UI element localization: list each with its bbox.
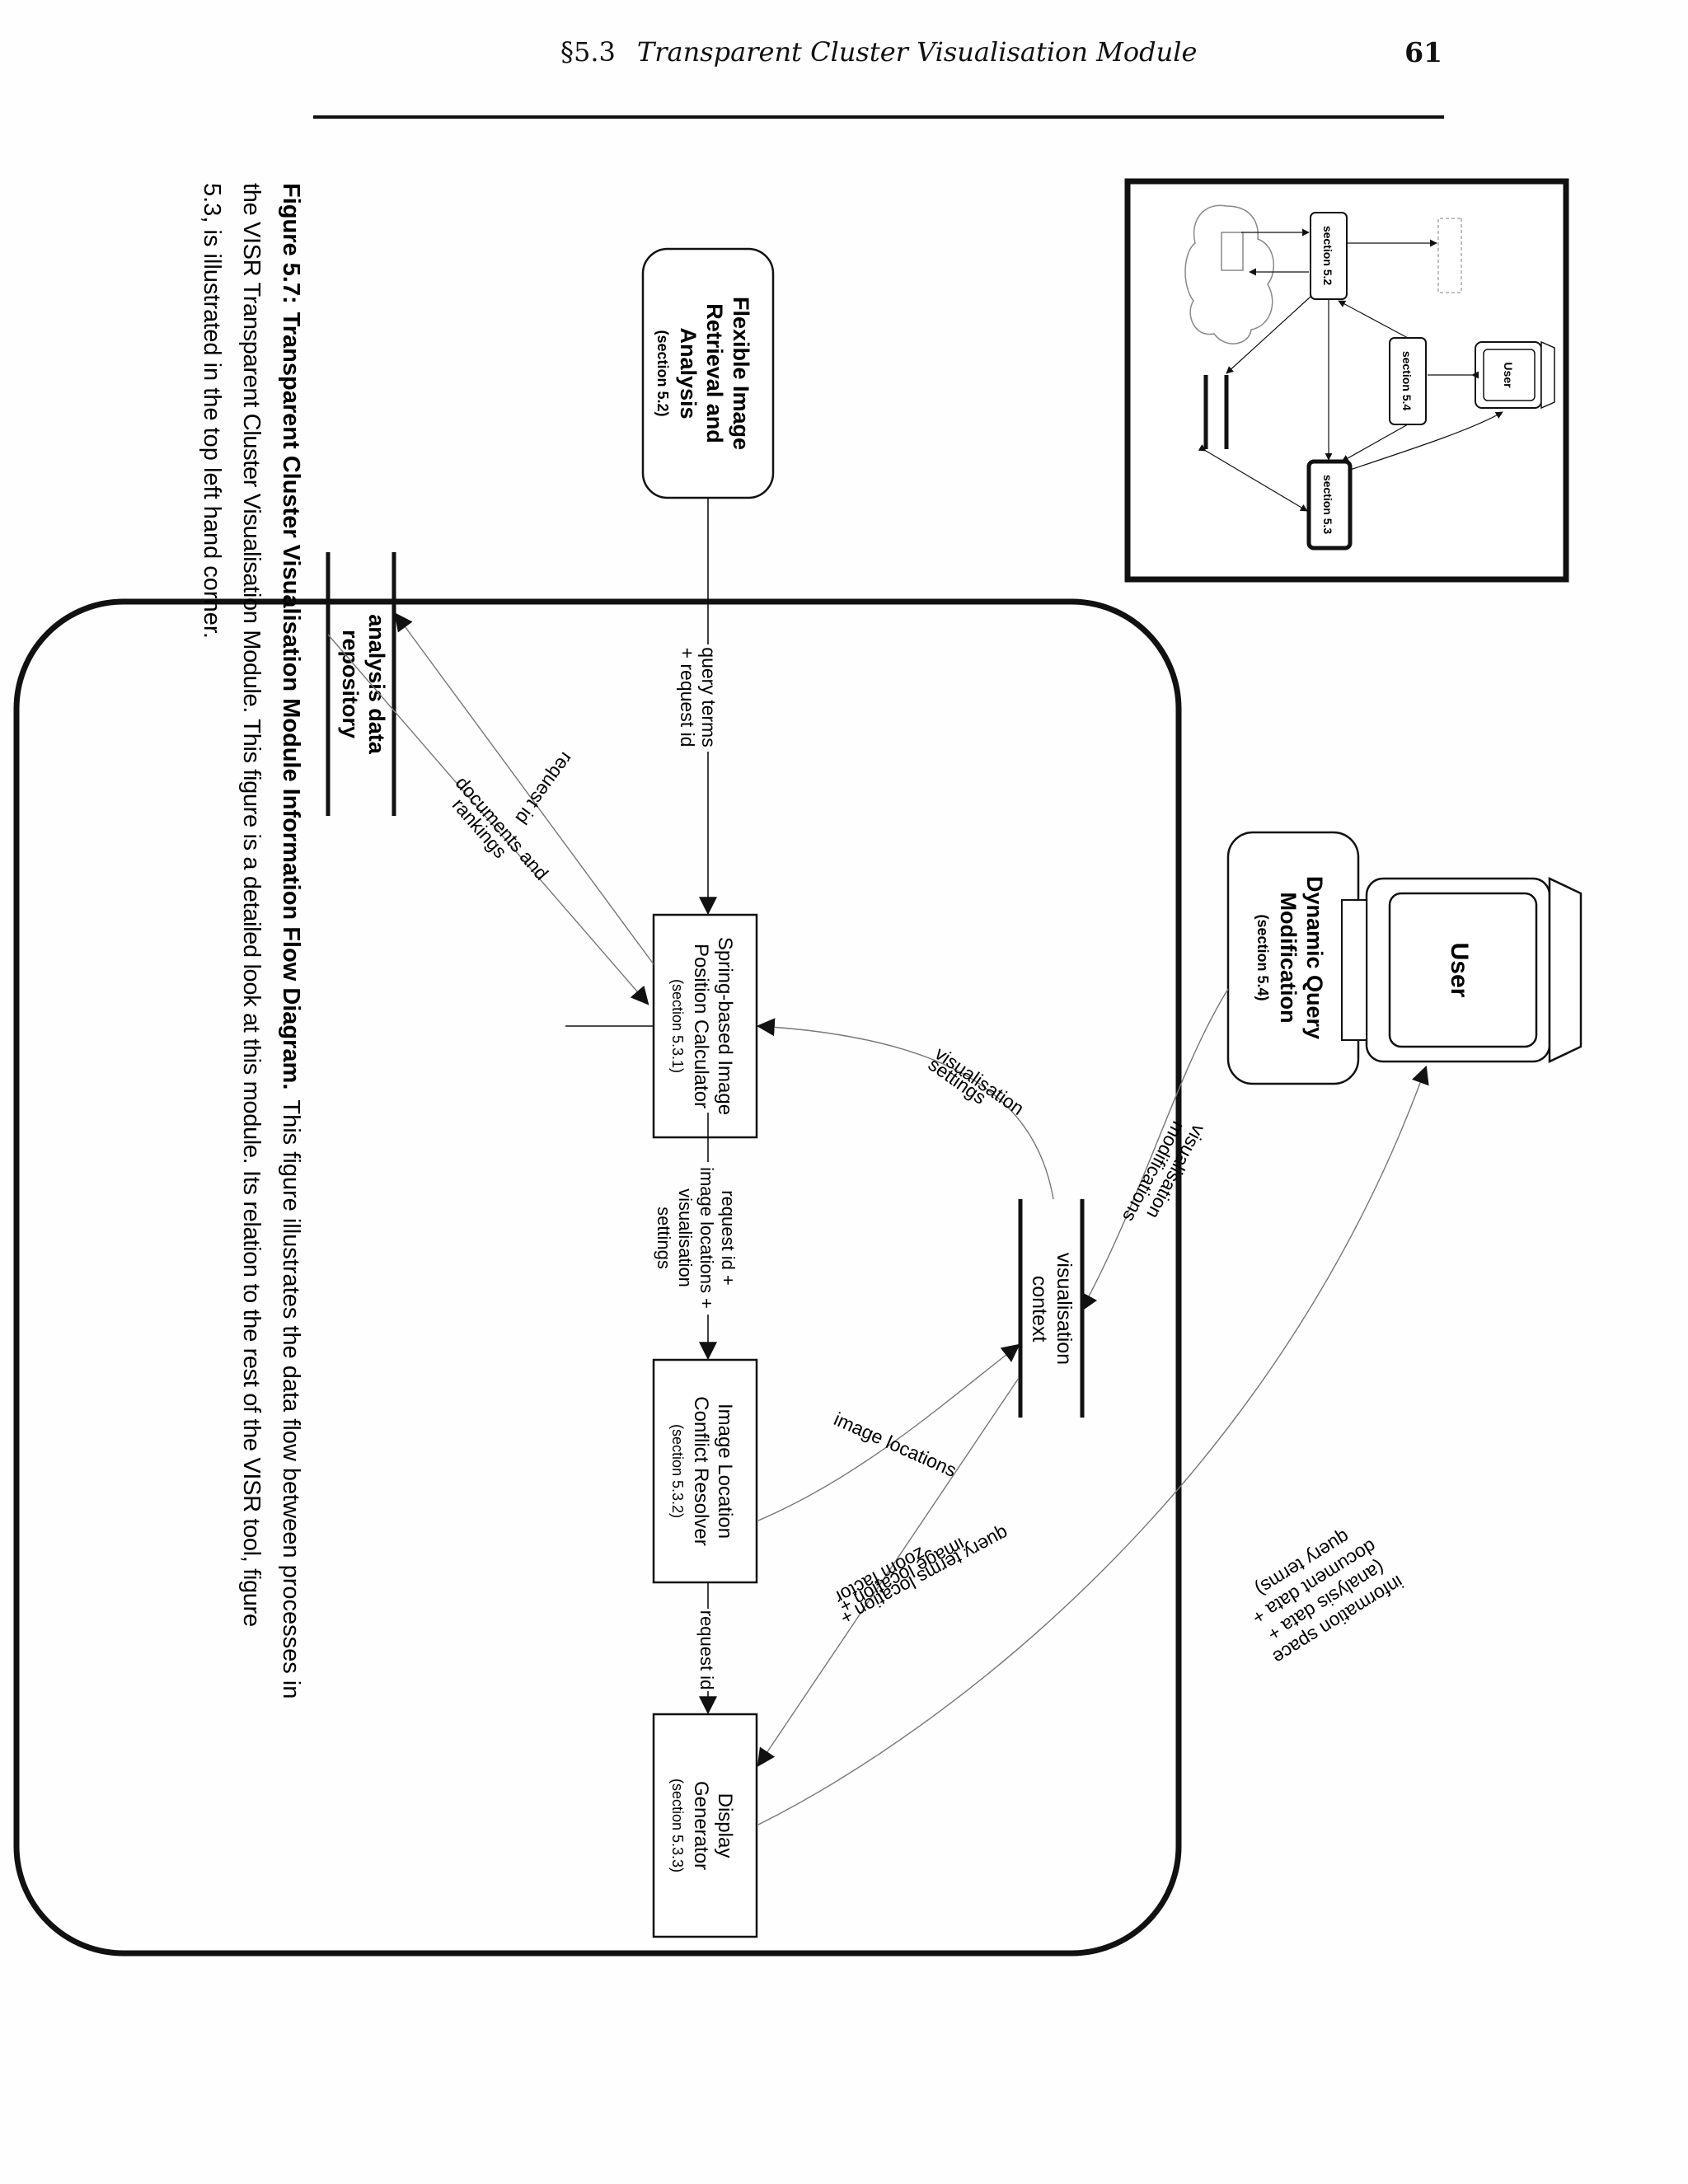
page-number: 61 [1404, 36, 1442, 68]
caption-line3: 5.3, is illustrated in the top left hand… [199, 183, 225, 639]
flex-line3: Analysis [676, 327, 701, 419]
flow-loc-settings-line3: visualisation [675, 1188, 696, 1287]
flow-loc-settings-line2: image locations + [696, 1167, 717, 1309]
user-terminal: User [1341, 877, 1582, 1063]
dyn-ref: (section 5.4) [1254, 914, 1271, 1001]
datastore-analysis-repository: analysis data repository [326, 552, 396, 816]
flex-ref: (section 5.2) [654, 330, 671, 416]
flow-locations-and-settings: request id + image locations + visualisa… [565, 1025, 740, 1361]
caption-line1: Figure 5.7: Transparent Cluster Visualisa… [278, 183, 304, 1699]
monitor-screen [1388, 892, 1538, 1048]
section-title: Transparent Cluster Visualisation Module [636, 36, 1198, 68]
flow-query-terms-line1: query terms [698, 647, 720, 747]
repo-line2: repository [338, 630, 363, 738]
process-spring-position-calculator: Spring-based Image Position Calculator (… [652, 913, 758, 1139]
module-boundary [13, 598, 1182, 1957]
flow-visualisation-modifications: visualisation modifications [1080, 988, 1229, 1312]
flex-line2: Retrieval and [702, 303, 727, 443]
inset-sec53-label: section 5.3 [1321, 475, 1334, 535]
flow-documents-rankings: documents and rankings [327, 634, 649, 1005]
inset-overview: section 5.2 section 5.3 section 5.4 User [1124, 178, 1569, 583]
spring-line2: Position Calculator [690, 944, 712, 1108]
figure-caption: Figure 5.7: Transparent Cluster Visualisa… [199, 183, 304, 1699]
process-conflict-resolver: Image Location Conflict Resolver (sectio… [652, 1358, 758, 1584]
spring-ref: (section 5.3.1) [669, 979, 686, 1073]
flow-request-id-to-repo: request id [394, 612, 654, 965]
datastore-visualisation-context: visualisation context [1018, 1199, 1085, 1418]
spring-line1: Spring-based Image [714, 937, 736, 1115]
conflict-line1: Image Location [714, 1404, 736, 1539]
process-flexible-image-retrieval: Flexible Image Retrieval and Analysis (s… [641, 247, 775, 499]
flow-loc-settings-line4: settings [654, 1207, 674, 1269]
context-line2: context [1028, 1276, 1051, 1343]
inset-sec54-label: section 5.4 [1400, 351, 1414, 411]
flow-image-locations: image locations [757, 1343, 1020, 1521]
flow-request-id2-label: request id [696, 1610, 717, 1690]
conflict-ref: (section 5.3.2) [669, 1424, 686, 1518]
dyn-line1: Dynamic Query [1302, 876, 1327, 1039]
user-label: User [1446, 943, 1473, 998]
flow-query-terms: query terms + request id [674, 498, 722, 916]
caption-line1-rest: This figure illustrates the data flow be… [278, 1099, 304, 1699]
inset-user-label: User [1502, 362, 1515, 388]
inset-cloud-box [1221, 232, 1244, 271]
inset-section-53 [1306, 459, 1353, 551]
flex-line1: Flexible Image [729, 297, 753, 450]
flow-image-locations-label: image locations [831, 1408, 960, 1481]
process-display-generator: Display Generator (section 5.3.3) [652, 1713, 758, 1938]
caption-title: Transparent Cluster Visualisation Module… [278, 312, 304, 1090]
caption-line2: the VISR Transparent Cluster Visualisati… [238, 183, 265, 1627]
monitor-base [1548, 877, 1582, 1063]
flow-loc-settings-line1: request id + [718, 1190, 738, 1286]
header-rule [313, 115, 1444, 119]
flow-query-terms-line2: + request id [677, 648, 698, 748]
display-ref: (section 5.3.3) [669, 1779, 686, 1872]
display-line1: Display [714, 1793, 736, 1858]
conflict-line2: Conflict Resolver [690, 1396, 712, 1545]
rotated-figure: Flexible Image Retrieval and Analysis (s… [13, 178, 1582, 1957]
caption-label: Figure 5.7: [278, 183, 304, 304]
process-dynamic-query-modification: Dynamic Query Modification (section 5.4) [1226, 831, 1360, 1085]
repo-line1: analysis data [364, 614, 389, 755]
flow-visualisation-settings: visualisation settings [756, 1018, 1054, 1200]
section-number: §5.3 [560, 36, 616, 68]
inset-sec52-label: section 5.2 [1321, 226, 1334, 286]
display-line2: Generator [690, 1781, 712, 1870]
running-header-section: §5.3 Transparent Cluster Visualisation Mo… [560, 36, 1197, 68]
context-line1: visualisation [1053, 1253, 1076, 1365]
dyn-line2: Modification [1276, 893, 1301, 1024]
inset-dashed-box [1437, 218, 1462, 293]
flow-information-space: information space (analysis data + docum… [757, 1065, 1429, 1825]
flow-request-id-to-display: request id [693, 1582, 720, 1715]
inset-cloud [1184, 204, 1274, 344]
monitor-stand [1341, 899, 1367, 1041]
